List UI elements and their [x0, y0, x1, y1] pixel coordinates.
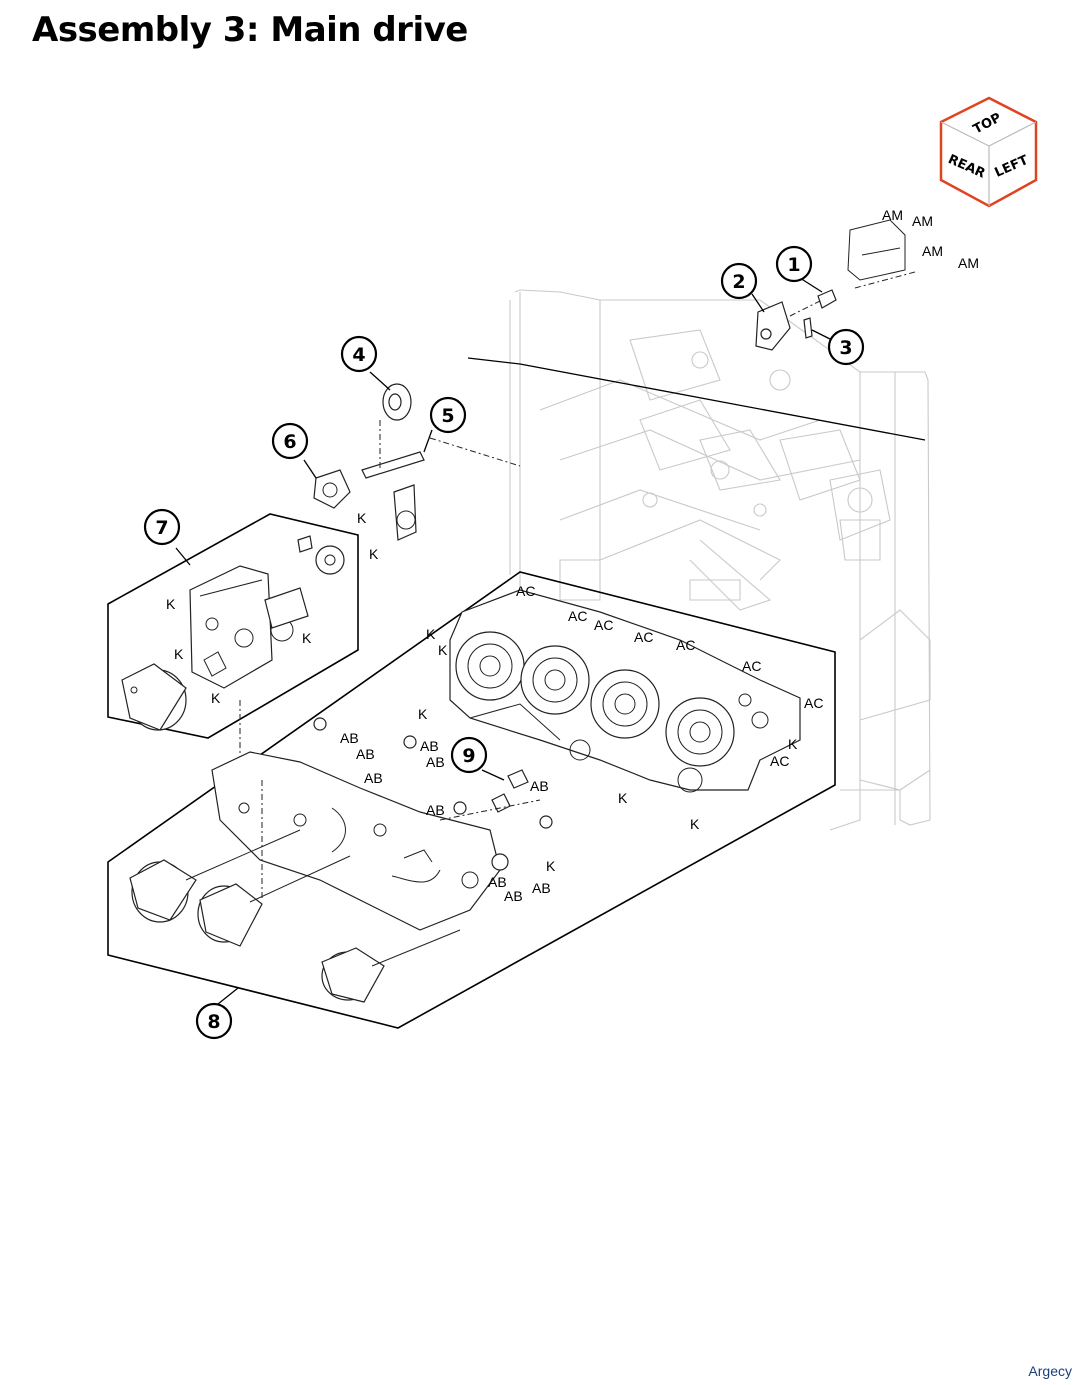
ref-ac: AC [634, 629, 653, 645]
ref-am: AM [912, 213, 933, 229]
ref-ab: AB [488, 874, 507, 890]
ref-ac: AC [676, 637, 695, 653]
subassembly-8-parts [129, 589, 801, 1003]
ref-k: K [546, 858, 556, 874]
ref-am: AM [922, 243, 943, 259]
callout-1: 1 [775, 245, 813, 283]
ref-ac: AC [594, 617, 613, 633]
ref-labels-ab: AB AB AB AB AB AB AB AB AB AB [340, 730, 551, 904]
ref-k: K [618, 790, 628, 806]
callout-7: 7 [143, 508, 181, 546]
ref-am: AM [882, 207, 903, 223]
ref-ab: AB [530, 778, 549, 794]
svg-text:7: 7 [155, 517, 168, 539]
ref-ac: AC [770, 753, 789, 769]
ref-k: K [438, 642, 448, 658]
ref-ab: AB [532, 880, 551, 896]
svg-text:3: 3 [839, 337, 852, 359]
svg-text:2: 2 [732, 271, 745, 293]
ref-am: AM [958, 255, 979, 271]
subassembly-7-frame [107, 513, 359, 739]
ref-labels-am: AM AM AM AM [882, 207, 979, 271]
ref-k: K [174, 646, 184, 662]
ref-ac: AC [516, 583, 535, 599]
ref-ab: AB [504, 888, 523, 904]
ref-labels-ac: AC AC AC AC AC AC AC AC [516, 583, 823, 769]
ref-ab: AB [420, 738, 439, 754]
ref-ac: AC [742, 658, 761, 674]
watermark: Argecy [1028, 1363, 1072, 1379]
callout-9: 9 [450, 736, 488, 774]
ref-ab: AB [340, 730, 359, 746]
callout-4: 4 [340, 335, 378, 373]
svg-text:1: 1 [787, 254, 800, 276]
orientation-cube: TOP REAR LEFT [939, 96, 1038, 208]
leader-lines [175, 277, 926, 1005]
ref-ac: AC [804, 695, 823, 711]
ref-k: K [302, 630, 312, 646]
svg-text:6: 6 [283, 431, 296, 453]
callout-2: 2 [720, 262, 758, 300]
ref-ac: AC [568, 608, 587, 624]
callout-3: 3 [827, 328, 865, 366]
subassembly-7-parts [121, 535, 345, 760]
svg-text:9: 9 [462, 745, 475, 767]
ref-k: K [211, 690, 221, 706]
ref-ab: AB [364, 770, 383, 786]
subassembly-8-frame [107, 571, 836, 1029]
callout-5: 5 [429, 396, 467, 434]
ref-ab: AB [356, 746, 375, 762]
page-title: Assembly 3: Main drive [32, 10, 468, 50]
callout-6: 6 [271, 422, 309, 460]
ref-k: K [690, 816, 700, 832]
ref-k: K [369, 546, 379, 562]
ref-k: K [357, 510, 367, 526]
drive-gear-shaft-parts [313, 383, 521, 541]
ref-k: K [788, 736, 798, 752]
ref-k: K [166, 596, 176, 612]
ref-ab: AB [426, 754, 445, 770]
ref-k: K [426, 626, 436, 642]
ref-labels-k: K K K K K K K K K K K K K [166, 510, 798, 874]
callout-8: 8 [195, 1002, 233, 1040]
sensor-bracket-parts [755, 219, 916, 351]
svg-text:5: 5 [441, 405, 454, 427]
ref-ab: AB [426, 802, 445, 818]
svg-text:8: 8 [207, 1011, 220, 1033]
svg-text:4: 4 [352, 344, 365, 366]
ref-k: K [418, 706, 428, 722]
